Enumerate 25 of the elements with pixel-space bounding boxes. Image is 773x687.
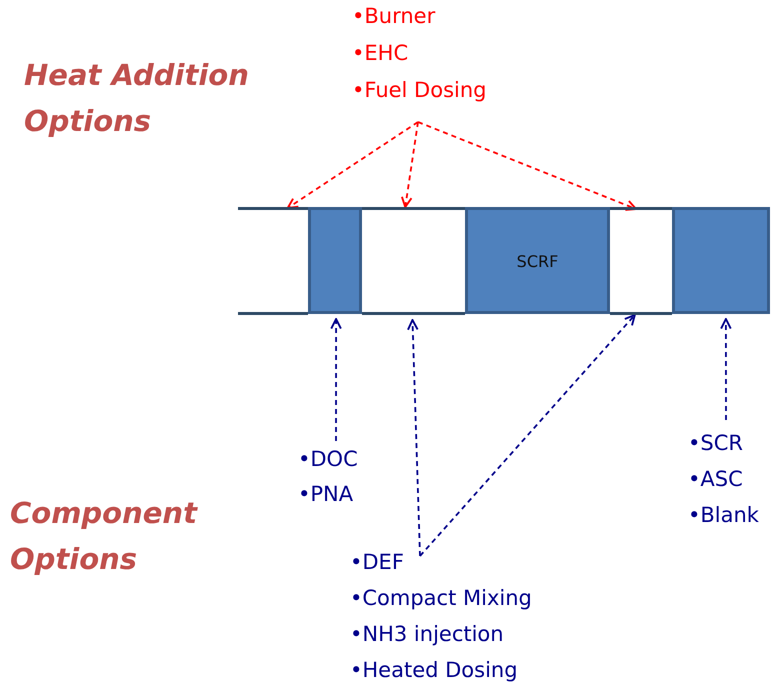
arrow: [286, 121, 418, 209]
arrow: [407, 319, 421, 556]
catalyst-block: [465, 207, 610, 314]
list-item: •EHC: [352, 40, 410, 67]
list-item: •DOC: [298, 446, 358, 473]
section-heading: Heat Addition Options: [24, 57, 250, 140]
list-item: •DEF: [350, 549, 405, 576]
list-item: •Compact Mixing: [350, 585, 532, 612]
arrow: [419, 314, 636, 557]
arrow: [400, 122, 419, 208]
list-item: •Heated Dosing: [350, 657, 519, 684]
list-item: •Burner: [352, 3, 436, 30]
arrow: [330, 318, 342, 441]
section-heading: Component Options: [10, 495, 199, 578]
list-item: •ASC: [688, 466, 744, 493]
arrow: [720, 318, 732, 420]
arrow: [418, 121, 637, 211]
block-label: SCRF: [516, 252, 558, 271]
list-item: •PNA: [298, 481, 354, 508]
list-item: •Fuel Dosing: [352, 77, 486, 104]
list-item: •Blank: [688, 502, 759, 529]
catalyst-block: [308, 207, 362, 314]
catalyst-block: [672, 207, 770, 314]
list-item: •SCR: [688, 430, 744, 457]
list-item: •NH3 injection: [350, 621, 505, 648]
